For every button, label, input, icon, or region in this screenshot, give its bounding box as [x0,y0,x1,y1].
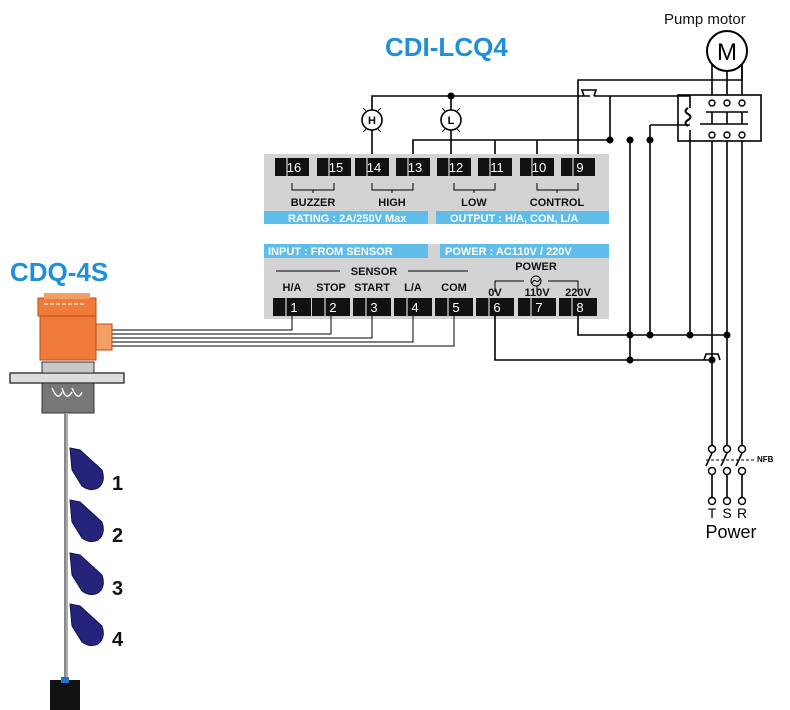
lamp-high-letter: H [368,115,376,127]
float-rod: 1 2 3 4 [50,413,124,710]
bottom-terminal-number: 6 [493,300,500,315]
input-terminal-panel: INPUT : FROM SENSOR POWER : AC110V / 220… [264,244,609,319]
bottom-terminal-1: 1 [273,298,311,316]
output-text: OUTPUT : H/A, CON, L/A [450,213,578,225]
bottom-terminal-number: 2 [329,300,336,315]
float-number: 1 [112,473,123,495]
group-control: CONTROL [530,197,585,209]
bottom-terminal-number: 1 [290,300,297,315]
bottom-terminal-2: 2 [312,298,350,316]
phase-s: S [722,505,731,521]
bottom-terminal-number: 7 [535,300,542,315]
top-terminal-15: 15 [317,158,351,176]
bottom-terminal-8: 8 [559,298,597,316]
terminal-label-3: START [354,282,390,294]
float-number: 4 [112,629,124,651]
bottom-terminal-number: 8 [576,300,583,315]
bottom-terminal-3: 3 [353,298,391,316]
motor-symbol: M [717,39,737,66]
top-terminal-number: 9 [576,160,583,175]
lamp-high: H [361,107,383,133]
float-number: 2 [112,525,123,547]
terminal-label-7: 110V [524,287,550,299]
terminal-label-1: H/A [283,282,302,294]
power-spec-text: POWER : AC110V / 220V [445,246,572,258]
sensor-head [9,293,125,414]
top-terminal-11: 11 [478,158,512,176]
magnetic-contactor [677,94,762,142]
group-buzzer: BUZZER [291,197,336,209]
sensor-cables [112,316,455,347]
input-text: INPUT : FROM SENSOR [268,246,393,258]
power-group-label: POWER [515,261,557,273]
bottom-terminal-number: 3 [370,300,377,315]
rating-text: RATING : 2A/250V Max [288,213,407,225]
terminal-label-8: 220V [565,287,591,299]
phase-t: T [708,505,717,521]
top-terminal-16: 16 [275,158,309,176]
top-terminal-number: 14 [367,160,381,175]
top-terminal-number: 13 [408,160,422,175]
top-terminal-number: 10 [532,160,546,175]
terminal-label-4: L/A [404,282,422,294]
nfb-label: NFB [757,455,774,464]
pump-motor: M [706,30,748,72]
float-switch-3: 3 [69,552,123,600]
float-number: 3 [112,578,123,600]
pump-motor-label: Pump motor [664,11,746,28]
terminal-label-5: COM [441,282,467,294]
top-terminal-12: 12 [437,158,471,176]
controller-title: CDI-LCQ4 [385,32,508,62]
top-terminal-9: 9 [561,158,595,176]
top-terminal-10: 10 [520,158,554,176]
float-switch-1: 1 [69,447,123,495]
terminal-label-2: STOP [316,282,346,294]
top-terminal-number: 12 [449,160,463,175]
float-switch-2: 2 [69,499,123,547]
top-terminal-13: 13 [396,158,430,176]
top-terminal-number: 16 [287,160,301,175]
lamp-low-letter: L [448,115,455,127]
group-high: HIGH [378,197,406,209]
terminal-label-6: 0V [488,287,502,299]
top-terminal-14: 14 [355,158,389,176]
lamp-low: L [440,107,462,133]
top-terminal-number: 11 [490,160,504,175]
power-label: Power [705,522,756,542]
bottom-terminal-6: 6 [476,298,514,316]
top-terminal-number: 15 [329,160,343,175]
bottom-terminal-number: 5 [452,300,459,315]
sensor-title: CDQ-4S [10,257,108,287]
bottom-terminal-5: 5 [435,298,473,316]
sensor-group-label: SENSOR [351,266,398,278]
bottom-terminal-number: 4 [411,300,418,315]
power-wiring [447,92,731,364]
group-low: LOW [461,197,487,209]
bottom-terminal-4: 4 [394,298,432,316]
phase-r: R [737,505,747,521]
nfb-breaker: NFB T S R Power [705,444,774,542]
float-switch-4: 4 [69,603,124,651]
bottom-terminal-7: 7 [518,298,556,316]
